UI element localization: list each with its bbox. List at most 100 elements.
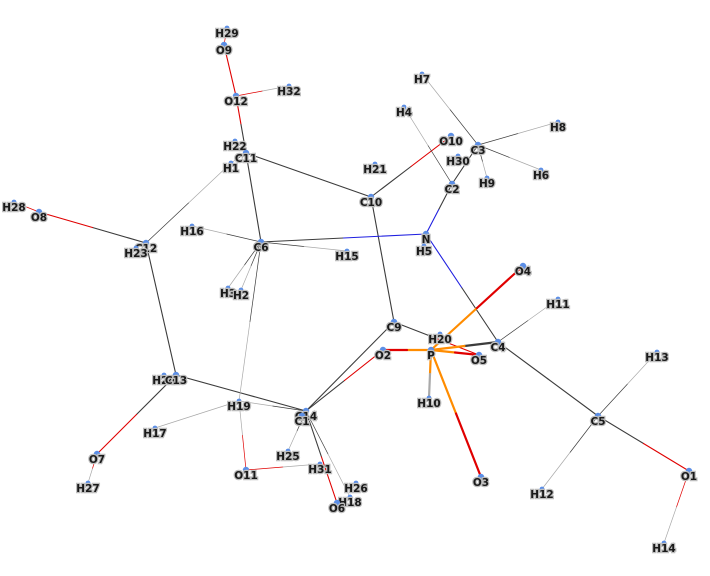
atom-label-H25: H25 [276,451,299,463]
atom-label-O10: O10 [439,136,463,148]
bond-N-C2-a [425,208,440,235]
atom-label-H16: H16 [180,226,203,238]
atom-label-H21: H21 [363,164,386,176]
atom-H18: H18 [337,494,363,510]
bond-C6-H16-b [191,225,227,235]
atom-dot-O12 [232,92,240,100]
bond-C5-O1-a [597,415,645,445]
bond-C14-O2-b [343,349,384,382]
bond-C6-N-b [342,233,427,239]
atom-dot-H21 [372,161,378,167]
atom-O4: O4 [514,262,532,279]
atom-H3: H3 [219,285,237,301]
bond-C5-H13-b [627,351,658,385]
bond-C14-H19-b [238,400,273,407]
bond-P-H10-a [428,348,433,376]
atom-label-C14: C14 [295,411,317,423]
atom-dot-H25 [285,448,291,454]
atom-label-H19: H19 [227,401,250,413]
bond-O9-O12-b [229,69,237,97]
atom-dot-O5 [475,351,483,359]
bond-C4-C5-a [497,341,549,380]
atom-H21: H21 [362,161,388,177]
atom-dot-H32 [286,83,292,89]
bond-C14-O6-a [305,410,323,458]
atom-label-H3: H3 [220,288,236,300]
bond-C14-H18-b [327,453,351,498]
bond-O12-C11-b [240,123,247,154]
atom-C5: C5 [589,412,607,429]
bond-C11-C10-a [245,152,310,176]
bond-C6-H16-a [226,233,262,243]
atom-O7: O7 [88,450,106,467]
atom-label-H20: H20 [428,334,451,346]
bond-C11-C10-b [307,174,372,198]
bond-C4-C5-b [547,378,599,417]
atom-dot-C13 [172,371,180,379]
atom-H10: H10 [416,395,442,411]
atom-O12: O12 [223,92,249,109]
atom-C12: C12 [134,239,158,256]
atom-dot-C6 [257,238,265,246]
atom-label-H15: H15 [335,251,358,263]
atom-label-H10: H10 [417,398,440,410]
atom-dot-C3 [474,141,482,149]
atom-dot-C10 [367,193,375,201]
atom-label-H18: H18 [338,497,361,509]
bond-C3-H7-a [449,109,479,146]
bond-C3-H8-b [517,121,559,134]
bond-C6-H2-b [240,265,252,291]
bond-C14-H19-a [272,405,307,412]
bond-C13-C14-a [175,374,242,394]
bond-P-O4-a [429,306,479,352]
atom-dot-H9 [484,175,490,181]
bond-C9-O5-a [393,321,438,340]
atom-H2: H2 [232,287,250,303]
atom-H24: H24 [151,372,177,388]
bond-P-O3-b [454,412,483,479]
atom-O3: O3 [472,473,490,490]
bond-C2-C3-a [451,163,466,185]
bond-C12-O8-b [38,211,94,229]
atom-label-P: P [427,350,435,362]
atom-label-O6: O6 [329,503,345,515]
bond-N-C4-a [425,233,463,289]
atom-dot-H5 [421,243,427,249]
atom-label-H23: H23 [124,248,147,260]
atom-C2: C2 [443,180,461,197]
atom-C9: C9 [385,318,403,335]
atom-dot-O3 [477,473,485,481]
atom-H14: H14 [651,540,677,556]
bond-H19-O11-a [238,400,243,436]
bond-C9-C10-b [370,196,384,261]
atom-H15: H15 [334,248,360,264]
atom-H12: H12 [529,486,555,502]
bond-C9-C10-a [381,258,395,323]
atom-label-N: N [422,234,431,246]
bond-O12-H32-a [235,90,263,97]
atom-dot-C12 [142,239,150,247]
atom-dot-O4 [519,262,527,270]
atom-label-H4: H4 [396,107,412,119]
atom-dot-O11 [242,466,250,474]
bond-C14-H25-b [287,430,298,452]
bond-C5-O1-b [642,442,690,472]
atom-label-C2: C2 [444,184,459,196]
atom-dot-H11 [555,296,561,302]
bonds-layer [13,27,690,544]
atom-H7: H7 [413,71,431,87]
bond-C6-H3-a [244,241,262,266]
bond-H1-C12-a [188,162,232,204]
atom-O5: O5 [470,351,488,368]
bond-C14-C9-a [305,365,351,412]
atom-dot-H3 [225,285,231,291]
bond-C13-C14-b [240,392,307,412]
atom-H16: H16 [179,223,205,239]
bond-C14-O2-a [305,379,346,412]
atom-label-H28: H28 [2,202,25,214]
atom-dot-H24 [161,372,167,378]
bond-C5-H12-a [569,415,599,453]
bond-C6-H2-a [250,241,262,267]
atom-dot-O2 [379,346,387,354]
atom-dot-O9 [220,41,228,49]
